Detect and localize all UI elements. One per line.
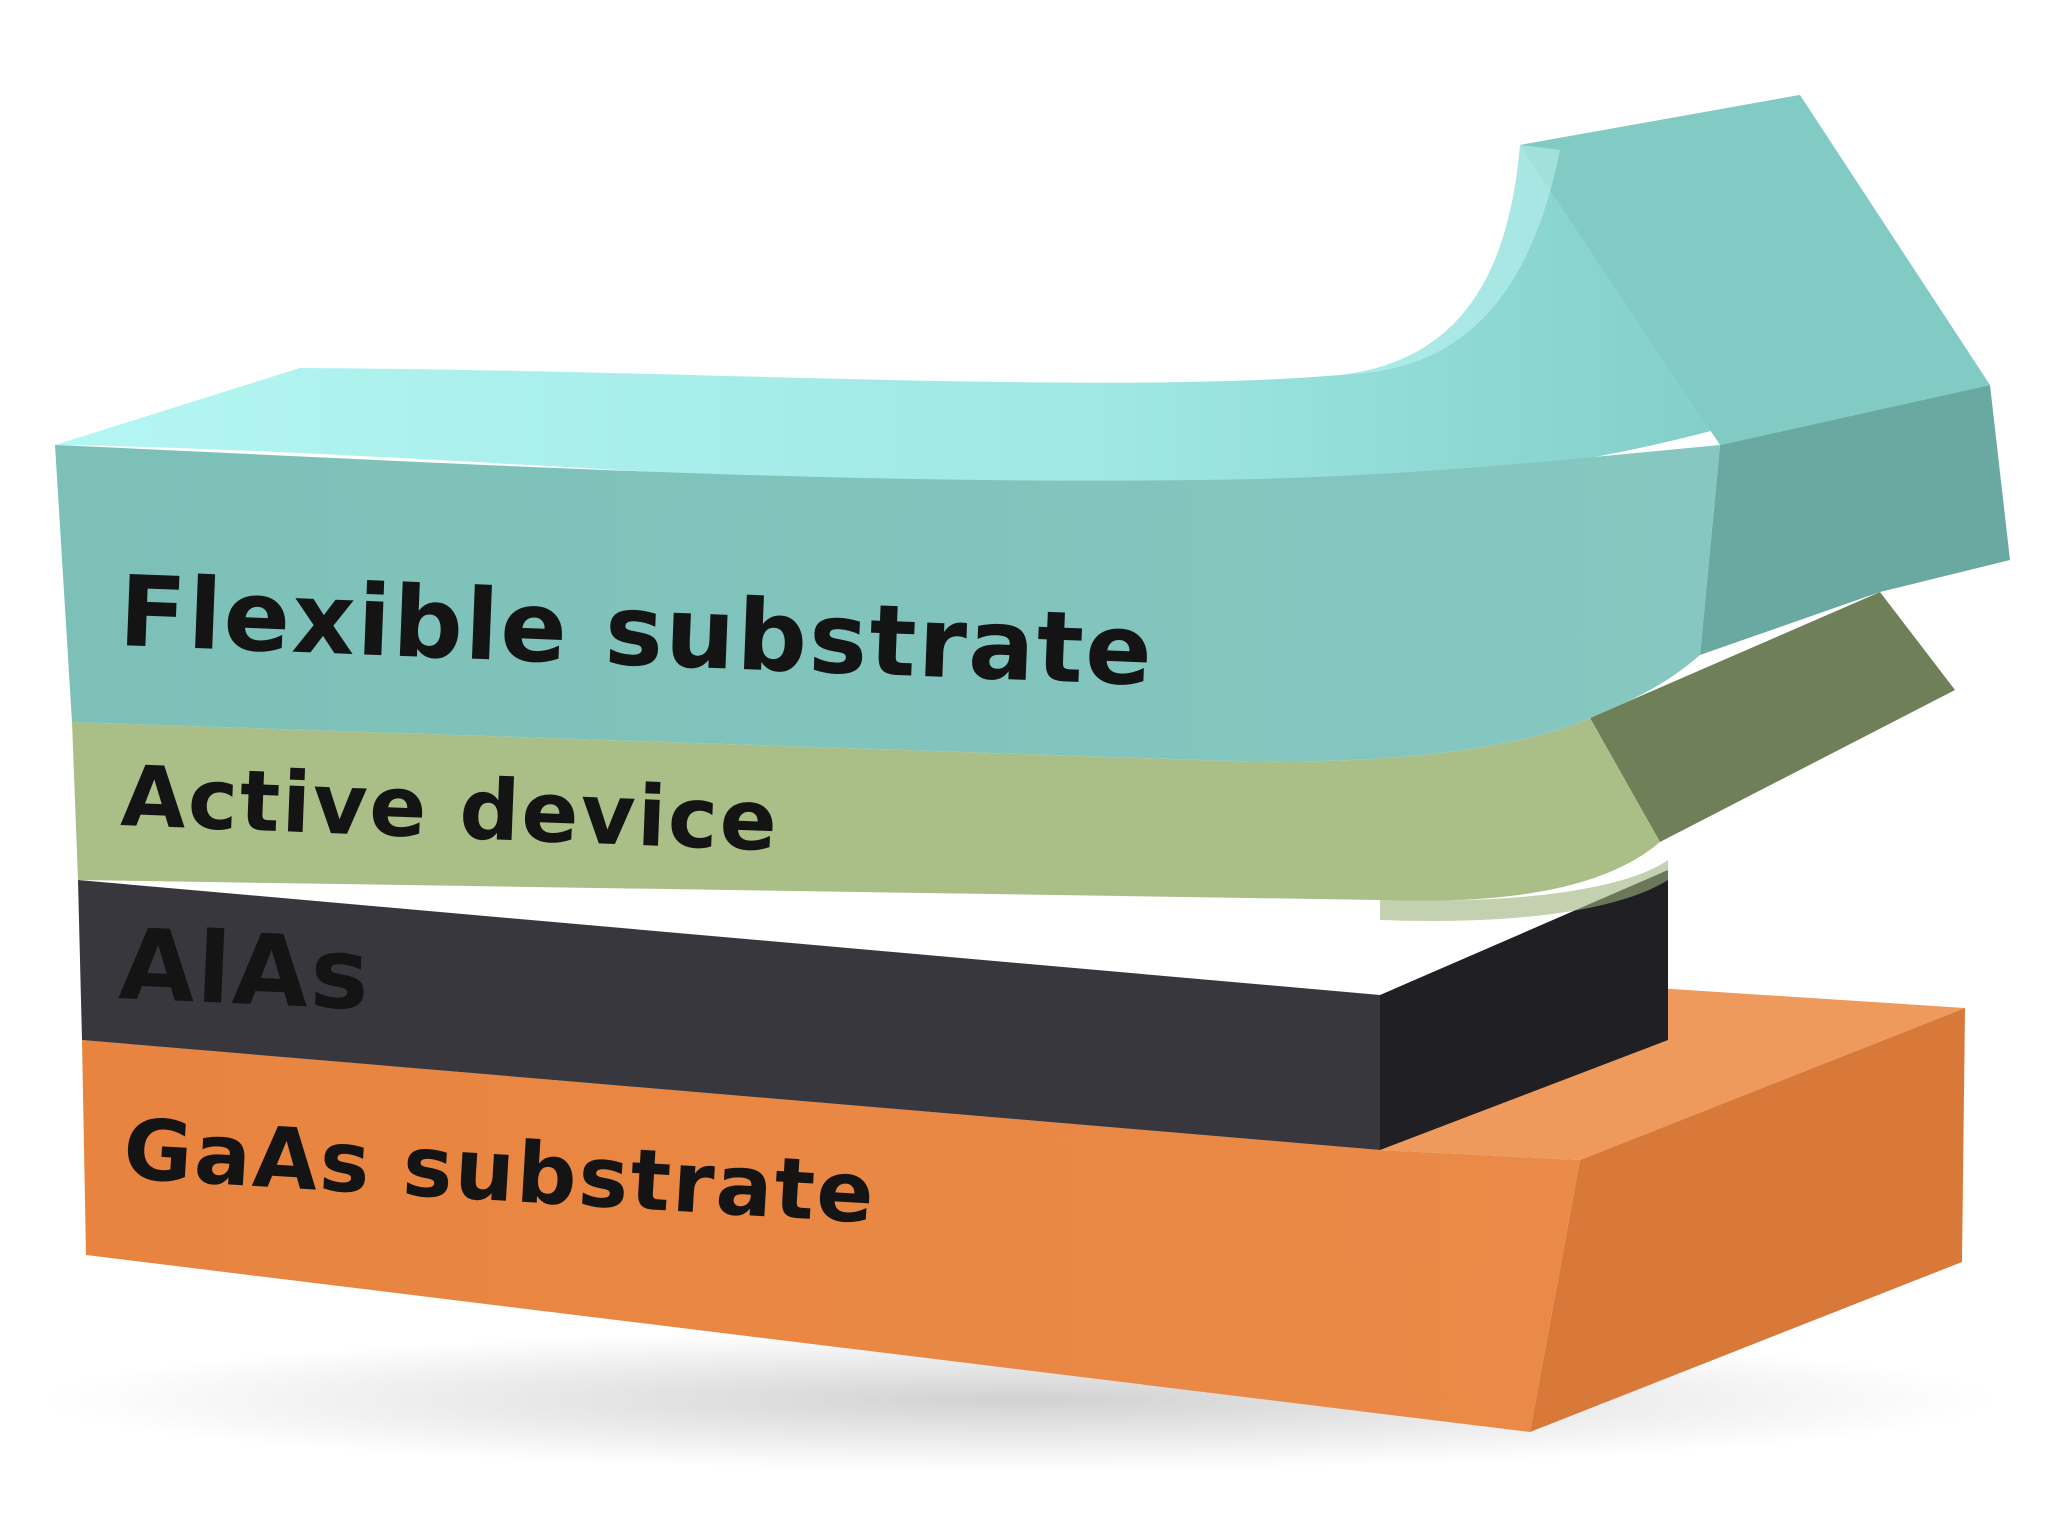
alas-side-face	[1380, 870, 1668, 1150]
active-front-face	[72, 718, 1660, 901]
flexible-front-face	[55, 445, 1720, 762]
gaas-front-face	[82, 1040, 1580, 1432]
flexible-bevel-face	[1520, 95, 1990, 445]
active-edge-shade	[1380, 860, 1668, 921]
layer-active	[72, 592, 1955, 921]
flexible-side-face	[1700, 385, 2010, 655]
label-alas: AlAs	[117, 908, 373, 1033]
layer-alas	[78, 870, 1668, 1150]
flexible-top-face	[55, 95, 1800, 490]
gaas-side-face	[1530, 1008, 1965, 1432]
layer-flexible	[55, 95, 2010, 762]
alas-front-face	[78, 880, 1380, 1150]
flexible-curl-highlight	[1340, 145, 1560, 375]
active-side-face	[1590, 592, 1955, 842]
